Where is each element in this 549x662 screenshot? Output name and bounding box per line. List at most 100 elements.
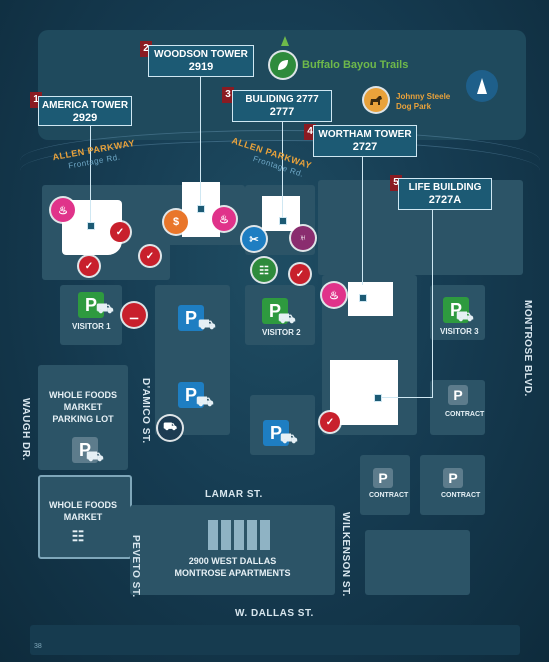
parking-icon[interactable]: P — [178, 305, 204, 331]
bayou-line — [20, 140, 540, 201]
building-name: BULIDING 2777 — [245, 94, 319, 105]
parking-icon[interactable]: P — [72, 437, 98, 463]
leaf-icon[interactable] — [270, 52, 296, 78]
food-icon[interactable]: ♨ — [322, 283, 346, 307]
whole-foods-lot-label-1: WHOLE FOODS — [49, 390, 117, 400]
car-icon: ⛟ — [456, 308, 474, 324]
buffalo-bayou-label: Buffalo Bayou Trails — [302, 59, 409, 71]
building-name: LIFE BUILDING — [408, 182, 482, 193]
whole-foods-market-label-2: MARKET — [63, 512, 103, 522]
callout-woodson-tower[interactable]: WOODSON TOWER 2919 — [148, 45, 254, 77]
leader-5 — [432, 208, 433, 398]
barber-icon[interactable]: ✂ — [242, 227, 266, 251]
dog-icon[interactable] — [364, 88, 388, 112]
w-dallas-st-label: W. DALLAS ST. — [235, 608, 314, 619]
building-life[interactable] — [330, 360, 398, 425]
visitor-3-label: VISITOR 3 — [440, 327, 479, 336]
whole-foods-lot-label-2: MARKET — [63, 402, 103, 412]
parking-icon[interactable]: P — [178, 382, 204, 408]
building-marker-1 — [87, 222, 95, 230]
contract-label: CONTRACT — [369, 492, 409, 499]
building-2777[interactable] — [262, 196, 300, 231]
leaf-icon — [278, 60, 288, 70]
dog-icon — [370, 96, 382, 105]
callout-building-2777[interactable]: BULIDING 2777 2777 — [232, 90, 332, 122]
car-icon: ⛟ — [198, 316, 216, 332]
block-garage-mid — [155, 285, 230, 380]
building-marker-3 — [279, 217, 287, 225]
montrose-blvd-label: MONTROSE BLVD. — [522, 300, 533, 397]
atm-icon[interactable]: $ — [164, 210, 188, 234]
security-shield-icon[interactable]: ✓ — [140, 246, 160, 266]
security-shield-icon[interactable]: ✓ — [290, 264, 310, 284]
leader-1 — [90, 125, 91, 225]
building-address: 2727 — [352, 141, 378, 153]
apartment-building-icon — [208, 520, 272, 550]
building-address: 2919 — [188, 61, 214, 73]
leader-4 — [362, 155, 363, 285]
gym-icon[interactable]: ⚊ — [122, 303, 146, 327]
dentist-icon[interactable]: ♅ — [291, 226, 315, 250]
building-address: 2777 — [269, 106, 295, 118]
food-icon[interactable]: ♨ — [51, 198, 75, 222]
block-southeast — [365, 530, 470, 595]
whole-foods-market-label-1: WHOLE FOODS — [49, 500, 117, 510]
basket-icon: ☷ — [71, 528, 85, 544]
parking-icon[interactable]: P — [443, 297, 469, 323]
parking-icon[interactable]: P — [443, 468, 463, 488]
block-apartments — [130, 505, 335, 595]
waugh-dr-label: WAUGH DR. — [20, 398, 31, 461]
security-shield-icon[interactable]: ✓ — [110, 222, 130, 242]
car-icon: ⛟ — [280, 430, 298, 446]
building-name: WOODSON TOWER — [154, 49, 248, 60]
building-wortham[interactable] — [348, 282, 393, 316]
page-number: 38 — [34, 643, 42, 650]
leader-3 — [282, 120, 283, 220]
parking-icon[interactable]: P — [78, 292, 104, 318]
block-wf-market — [38, 475, 132, 559]
dog-park-label-1: Johnny Steele — [396, 92, 451, 101]
security-shield-icon[interactable]: ✓ — [320, 412, 340, 432]
contract-label: CONTRACT — [445, 411, 485, 418]
building-name: AMERICA TOWER — [41, 100, 129, 111]
contract-label: CONTRACT — [441, 492, 481, 499]
bayou-line — [20, 130, 540, 191]
wilkenson-st-label: WILKENSON ST. — [340, 512, 351, 597]
visitor-2-label: VISITOR 2 — [262, 328, 301, 337]
car-icon: ⛟ — [196, 393, 214, 409]
building-address: 2929 — [72, 112, 98, 124]
visitor-1-label: VISITOR 1 — [72, 322, 111, 331]
building-marker-2 — [197, 205, 205, 213]
north-arrow-icon — [281, 36, 289, 46]
parking-icon[interactable]: P — [373, 468, 393, 488]
block-south-bottom — [30, 625, 520, 655]
callout-america-tower[interactable]: AMERICA TOWER 2929 — [38, 96, 132, 126]
car-service-icon[interactable]: ⛟ — [158, 416, 182, 440]
callout-wortham-tower[interactable]: WORTHAM TOWER 2727 — [313, 125, 417, 157]
peveto-st-label: PEVETO ST. — [130, 535, 141, 598]
building-marker-4 — [359, 294, 367, 302]
apartments-label-1: 2900 WEST DALLAS — [188, 556, 277, 566]
dog-park-label-2: Dog Park — [396, 102, 432, 111]
leader-5h — [378, 397, 433, 398]
building-marker-5 — [374, 394, 382, 402]
car-icon: ⛟ — [86, 448, 104, 464]
lamar-st-label: LAMAR ST. — [205, 489, 263, 500]
food-icon[interactable]: ♨ — [212, 207, 236, 231]
building-address: 2727A — [428, 194, 462, 206]
damico-st-label: D'AMICO ST. — [140, 378, 151, 444]
parking-icon[interactable]: P — [263, 420, 289, 446]
compass-icon — [466, 70, 498, 102]
building-name: WORTHAM TOWER — [318, 129, 412, 140]
apartments-label-2: MONTROSE APARTMENTS — [174, 568, 291, 578]
security-shield-icon[interactable]: ✓ — [79, 256, 99, 276]
car-icon: ⛟ — [278, 310, 296, 326]
leader-2 — [200, 76, 201, 206]
callout-life-building[interactable]: LIFE BUILDING 2727A — [398, 178, 492, 210]
whole-foods-lot-label-3: PARKING LOT — [52, 414, 114, 424]
parking-icon[interactable]: P — [448, 385, 468, 405]
grocery-icon[interactable]: ☷ — [252, 258, 276, 282]
parking-icon[interactable]: P — [262, 298, 288, 324]
compass-needle-icon — [477, 78, 487, 94]
